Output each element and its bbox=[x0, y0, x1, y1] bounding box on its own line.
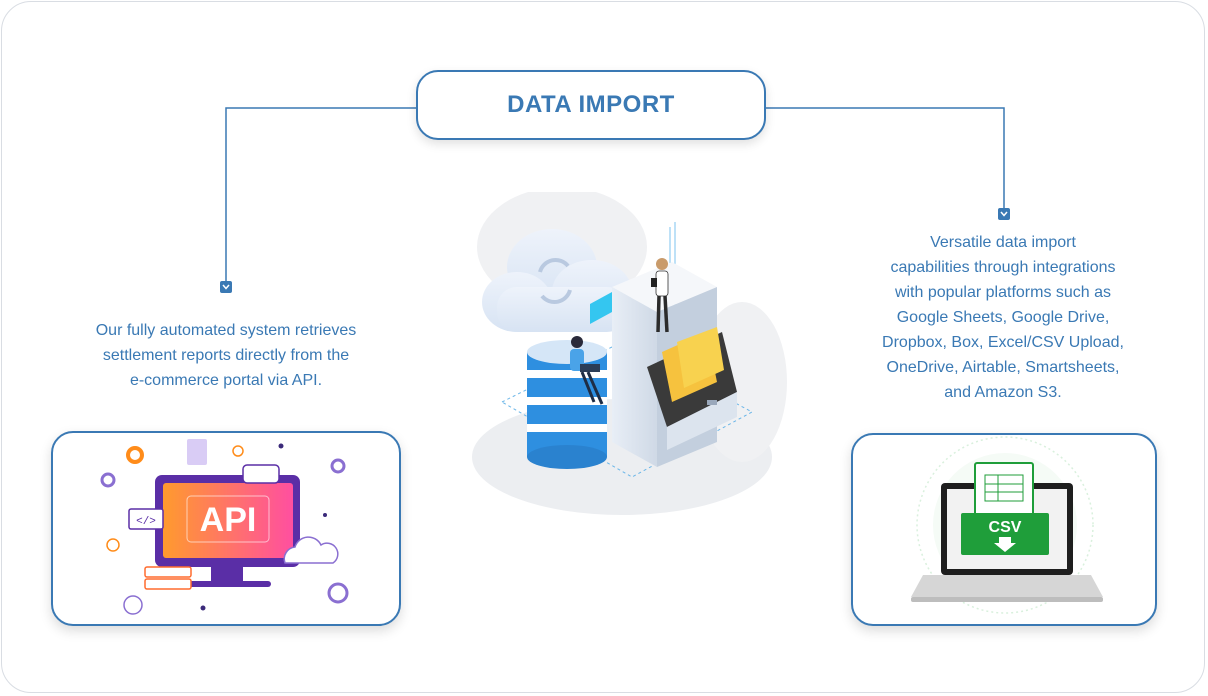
description-line: OneDrive, Airtable, Smartsheets, bbox=[886, 359, 1120, 376]
page-title: DATA IMPORT bbox=[507, 91, 675, 118]
database-icon bbox=[527, 340, 607, 469]
gear-icon bbox=[100, 472, 116, 488]
person-with-laptop-icon bbox=[570, 336, 604, 405]
code-icon bbox=[128, 508, 164, 530]
csv-illustration-card: CSV bbox=[851, 433, 1157, 626]
chevron-down-icon bbox=[220, 281, 232, 293]
cloud-database-illustration bbox=[472, 192, 787, 515]
chevron-down-icon bbox=[998, 208, 1010, 220]
gear-icon bbox=[330, 458, 346, 474]
server-icon bbox=[144, 578, 192, 590]
description-line: settlement reports directly from the bbox=[102, 347, 350, 364]
description-line: Versatile data import bbox=[930, 234, 1076, 251]
description-line: Dropbox, Box, Excel/CSV Upload, bbox=[882, 334, 1124, 351]
description-line: with popular platforms such as bbox=[894, 284, 1112, 301]
gear-icon bbox=[126, 446, 144, 464]
description-line: Our fully automated system retrieves bbox=[95, 322, 357, 339]
csv-laptop-download-illustration: CSV bbox=[911, 436, 1103, 614]
api-monitor-illustration: API </> bbox=[100, 439, 349, 615]
description-line: e-commerce portal via API. bbox=[129, 372, 323, 389]
globe-icon bbox=[123, 595, 143, 615]
left-connector bbox=[225, 107, 416, 282]
title-box: DATA IMPORT bbox=[416, 70, 766, 140]
chat-bubble-icon bbox=[242, 464, 280, 484]
description-line: capabilities through integrations bbox=[890, 259, 1116, 276]
api-illustration-card: API </> bbox=[51, 431, 401, 626]
description-line: Google Sheets, Google Drive, bbox=[896, 309, 1110, 326]
api-label: API bbox=[200, 501, 257, 539]
file-cabinet-icon bbox=[590, 262, 737, 467]
server-icon bbox=[144, 566, 192, 578]
cloud-icon bbox=[283, 536, 339, 564]
right-connector bbox=[766, 107, 1005, 208]
left-description: Our fully automated system retrieves set… bbox=[60, 318, 392, 393]
csv-label: CSV bbox=[989, 519, 1022, 536]
svg-text:</>: </> bbox=[136, 516, 156, 528]
right-description: Versatile data import capabilities throu… bbox=[852, 230, 1154, 405]
person-standing-icon bbox=[651, 258, 669, 333]
description-line: and Amazon S3. bbox=[944, 384, 1062, 401]
download-arrow-icon bbox=[994, 537, 1016, 552]
gear-icon bbox=[327, 582, 349, 604]
csv-badge bbox=[961, 513, 1049, 555]
